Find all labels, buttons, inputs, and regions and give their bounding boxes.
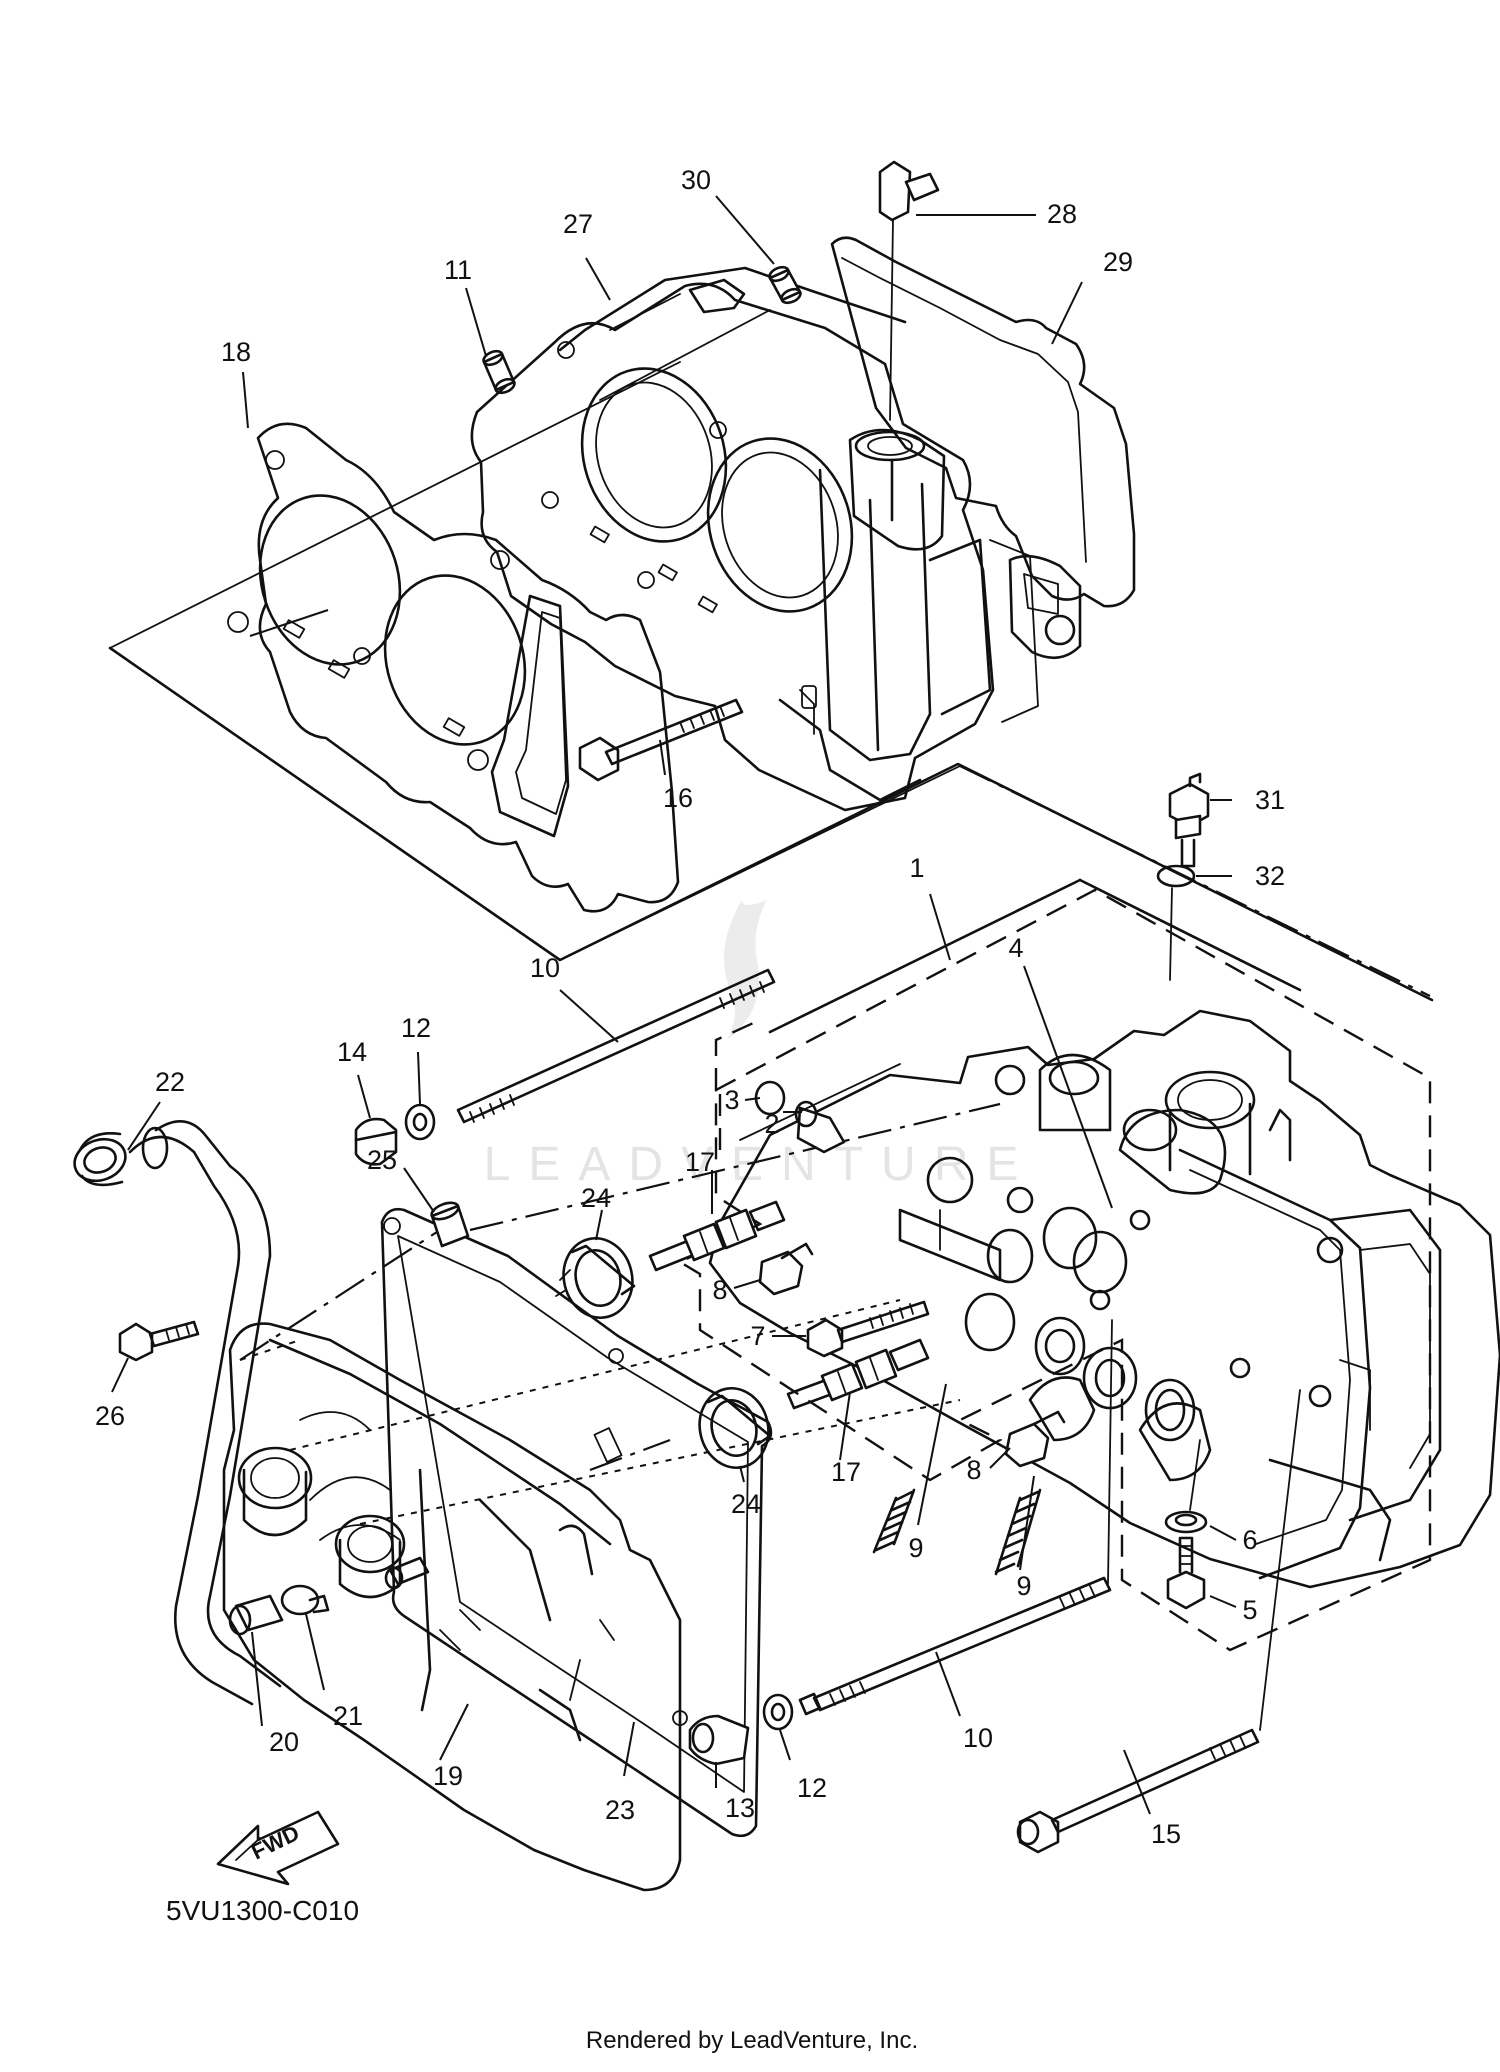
bolt-16 [578,698,744,782]
callout-20: 20 [269,1727,299,1757]
spring-9-left [872,1488,916,1554]
callout-5: 5 [1242,1595,1257,1625]
camshaft-17-upper [648,1200,786,1272]
seal-24-upper [555,1237,636,1319]
callout-17-lower: 17 [831,1457,861,1487]
callout-27: 27 [563,209,593,239]
callout-15: 15 [1151,1819,1181,1849]
stud-bolt-10-lower [798,1576,1112,1716]
plug-2 [794,1100,846,1154]
cap-nut-13 [688,1714,750,1766]
callout-25: 25 [367,1145,397,1175]
callout-labels: 1 2 3 4 5 6 7 8 8 9 9 10 10 11 12 12 13 … [95,165,1285,1849]
cylinder-head-1 [708,1009,1500,1589]
cylinder-head-gasket-18 [227,422,680,913]
callout-10-upper: 10 [530,953,560,983]
callout-9-right: 9 [1016,1571,1031,1601]
washer-6 [1164,1510,1208,1534]
watermark-text: LEADVENTURE [484,1138,1037,1191]
callout-2: 2 [764,1109,779,1139]
callout-8-lower: 8 [966,1455,981,1485]
hose-joint-20 [228,1594,284,1636]
dowel-pin-25 [430,1201,470,1248]
washer-12-upper [404,1103,436,1141]
callout-18: 18 [221,337,251,367]
water-fitting-28 [878,160,940,421]
temperature-sensor-31 [1168,772,1210,868]
callout-10-lower: 10 [963,1723,993,1753]
callout-3: 3 [724,1085,739,1115]
callout-16: 16 [663,783,693,813]
bolt-5 [1166,1536,1206,1610]
alignment-lines [239,1102,1001,1525]
cylinder-block-27 [470,266,1039,812]
callout-4: 4 [1008,933,1023,963]
clamp-21 [280,1584,330,1616]
washer-12-lower [762,1693,794,1731]
callout-24-upper: 24 [581,1183,611,1213]
callout-21: 21 [333,1701,363,1731]
callout-14: 14 [337,1037,367,1067]
callout-28: 28 [1047,199,1077,229]
callout-26: 26 [95,1401,125,1431]
dowel-pin-30 [768,265,802,305]
callout-30: 30 [681,165,711,195]
callout-17-upper: 17 [685,1147,715,1177]
spring-9-right [994,1488,1042,1576]
breather-hose-22 [73,1120,282,1706]
callout-1: 1 [909,853,924,883]
bolt-7 [806,1300,930,1358]
watermark: LEADVENTURE [484,900,1037,1191]
camshaft-17-lower [786,1338,930,1410]
plug-8-lower [1004,1410,1066,1468]
bolt-15 [1016,1728,1260,1854]
callout-7: 7 [750,1321,765,1351]
drawing-code: 5VU1300-C010 [166,1895,359,1926]
cylinder-gasket-29 [830,236,1136,660]
leader-lines [111,195,1237,1815]
callout-23: 23 [605,1795,635,1825]
callout-8-upper: 8 [712,1275,727,1305]
callout-22: 22 [155,1067,185,1097]
callout-19: 19 [433,1761,463,1791]
assembly-reference-lines [718,878,1302,1731]
callout-32: 32 [1255,861,1285,891]
callout-12-upper: 12 [401,1013,431,1043]
plug-8-upper [758,1242,814,1296]
cylinder-head-cover-19 [222,1322,682,1892]
seal-24-lower [698,1387,772,1469]
cylinder-head-cover-gasket-23 [380,1207,773,1838]
callout-6: 6 [1242,1525,1257,1555]
upper-reference-frame [108,361,1434,1002]
dowel-pin-11 [482,349,516,395]
callout-24-lower: 24 [731,1489,761,1519]
o-ring-32 [1156,864,1196,888]
callout-13: 13 [725,1793,755,1823]
forward-arrow-icon: FWD [216,1810,340,1886]
callout-12-lower: 12 [797,1773,827,1803]
stud-bolt-10-upper [456,968,776,1124]
callout-29: 29 [1103,247,1133,277]
callout-31: 31 [1255,785,1285,815]
render-credit: Rendered by LeadVenture, Inc. [586,2027,918,2054]
callout-11: 11 [444,255,472,285]
bolt-26 [118,1320,200,1362]
callout-9-left: 9 [908,1533,923,1563]
cap-nut-14 [354,1117,398,1166]
